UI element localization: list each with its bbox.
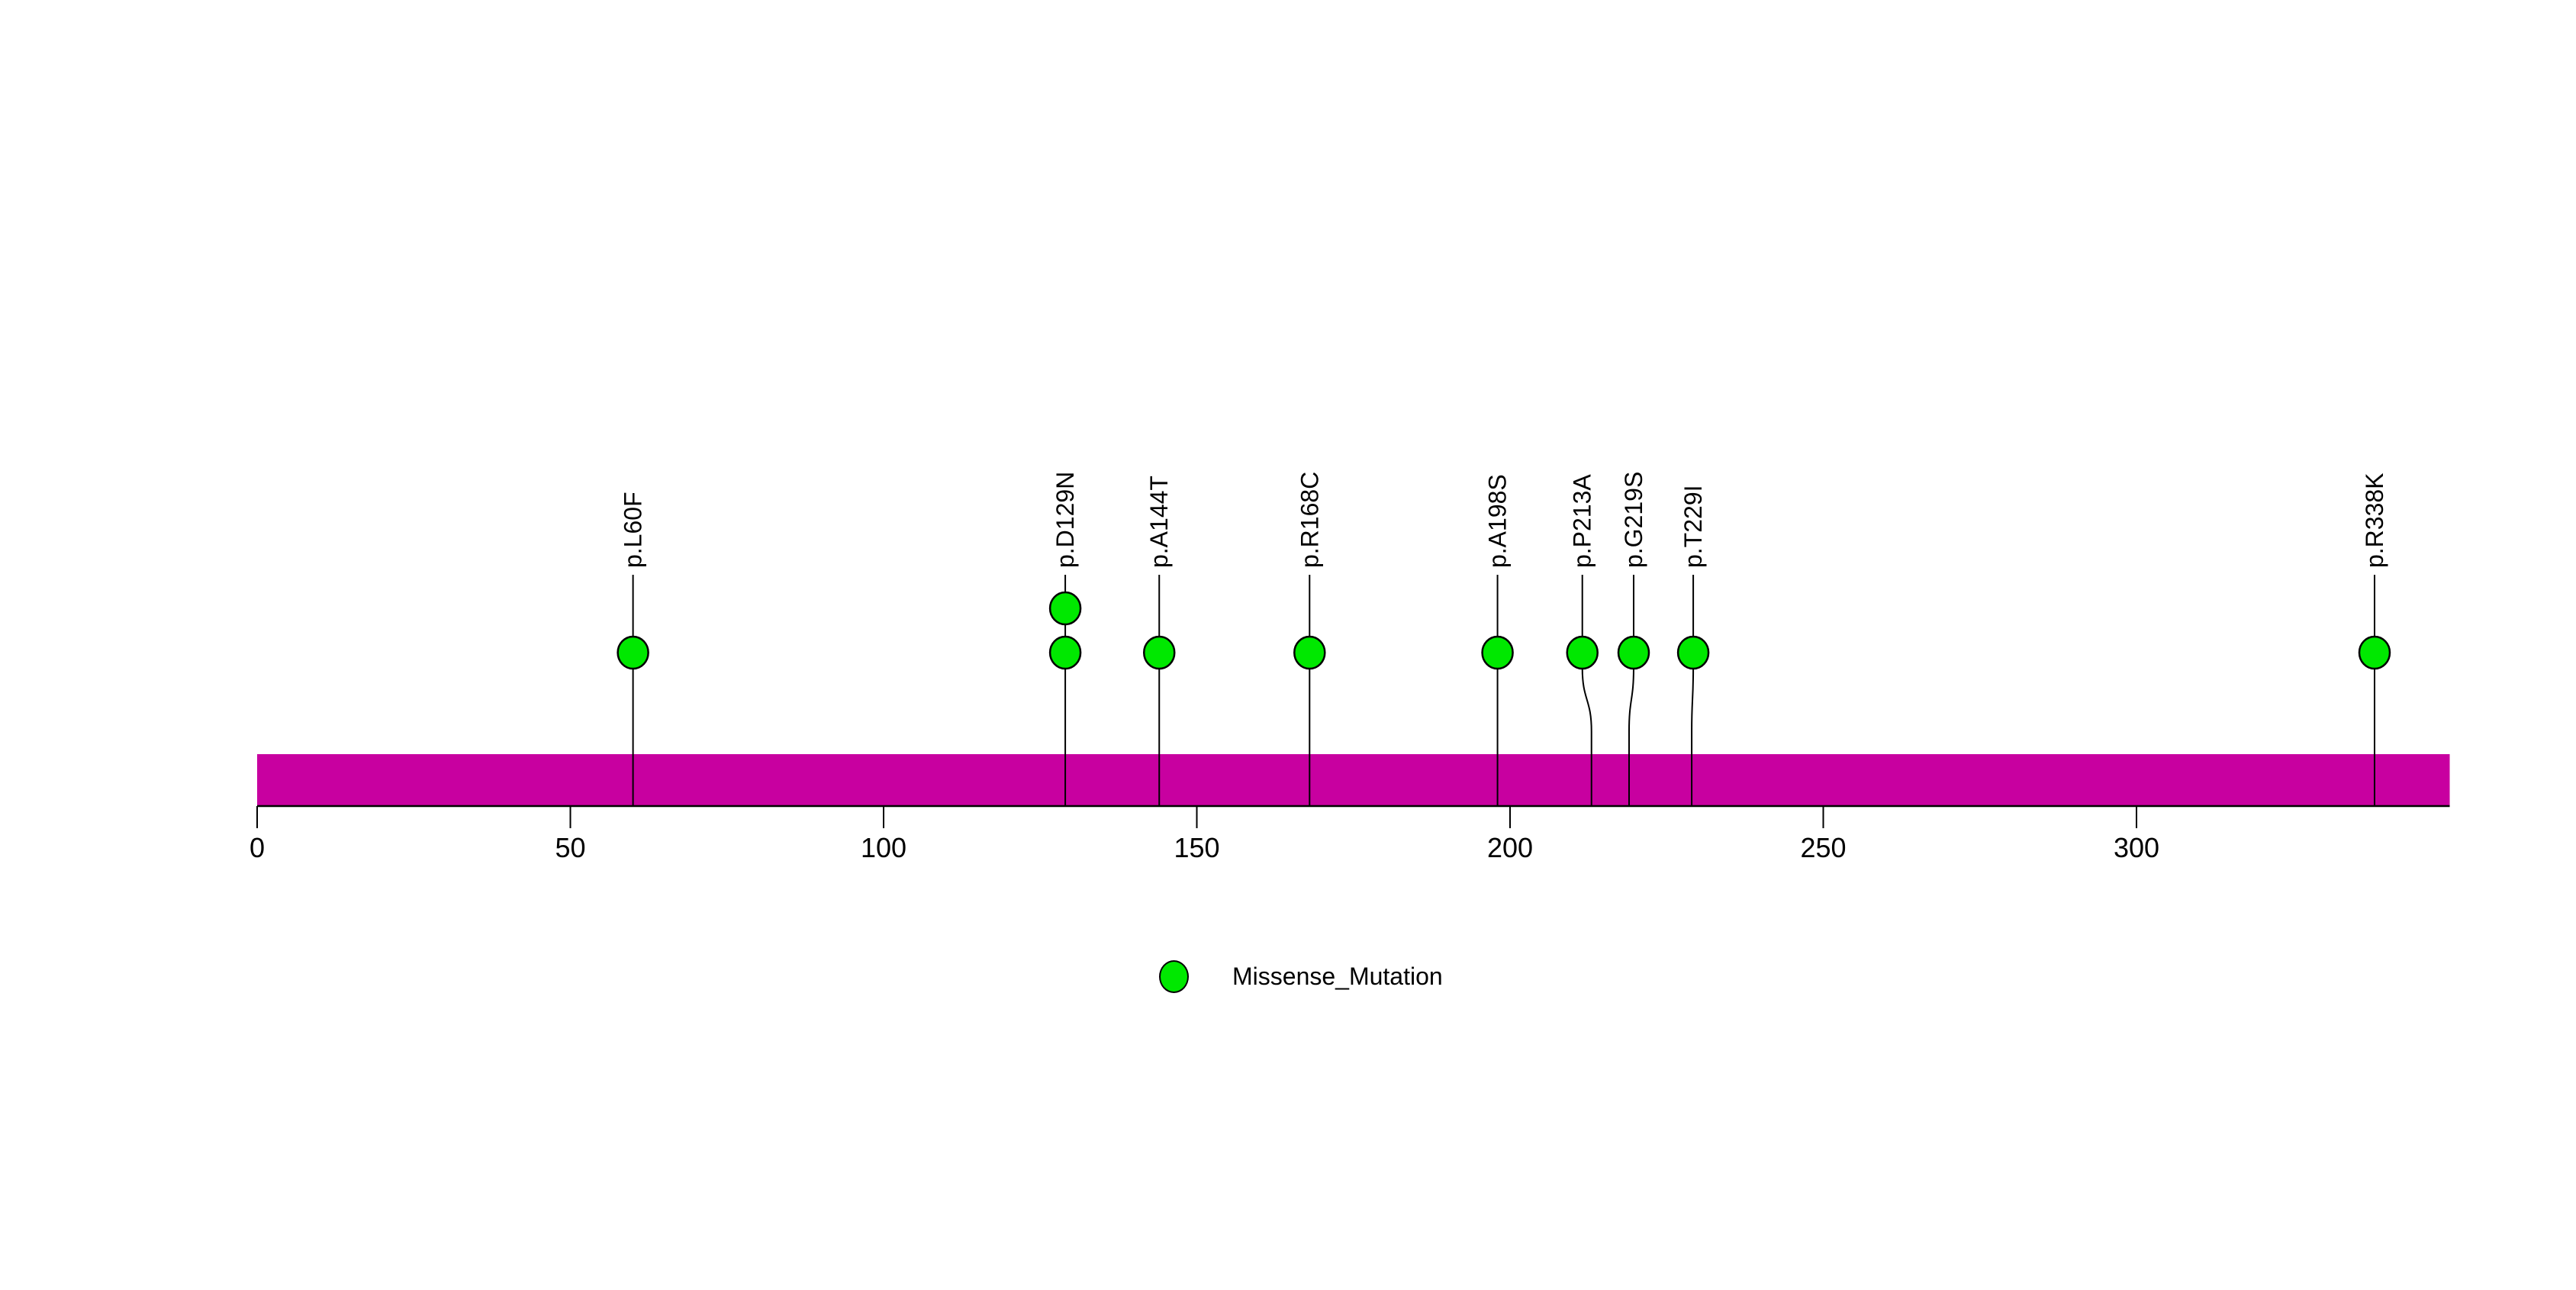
mutation-circle [1048, 591, 1082, 626]
mutation-circle [1566, 635, 1599, 670]
mutation-label: p.R168C [1296, 472, 1323, 568]
mutation-circle [1617, 635, 1650, 670]
protein-bar [257, 754, 2450, 806]
mutation-stem [1691, 575, 1695, 806]
mutation-stem [1628, 575, 1634, 806]
x-axis-tick-label: 0 [250, 832, 265, 863]
mutation-label: p.P213A [1569, 474, 1596, 568]
mutation-label: p.L60F [620, 492, 647, 568]
mutation-stem [1581, 575, 1592, 806]
mutation-circle [1676, 635, 1710, 670]
legend-missense-circle-icon [1159, 960, 1189, 993]
mutation-circle [1048, 635, 1082, 670]
x-axis-tick-label: 50 [555, 832, 585, 863]
mutation-label: p.D129N [1051, 472, 1079, 568]
x-axis-tick-label: 200 [1487, 832, 1533, 863]
mutation-label: p.A198S [1484, 474, 1512, 568]
mutation-circle [1293, 635, 1326, 670]
mutation-label: p.A144T [1145, 476, 1173, 568]
mutation-circle [2358, 635, 2391, 670]
legend: Missense_Mutation [1159, 960, 1443, 993]
mutation-label: p.R338K [2361, 472, 2388, 568]
mutation-circle [1142, 635, 1176, 670]
x-axis-tick-label: 100 [861, 832, 906, 863]
x-axis-tick-label: 150 [1174, 832, 1219, 863]
mutation-label: p.G219S [1620, 472, 1647, 568]
mutation-circle [1481, 635, 1514, 670]
mutation-circle [617, 635, 649, 670]
legend-label-missense: Missense_Mutation [1232, 963, 1443, 990]
x-axis-tick-label: 300 [2114, 832, 2159, 863]
mutation-label: p.T229I [1679, 485, 1707, 568]
x-axis-tick-label: 250 [1800, 832, 1846, 863]
